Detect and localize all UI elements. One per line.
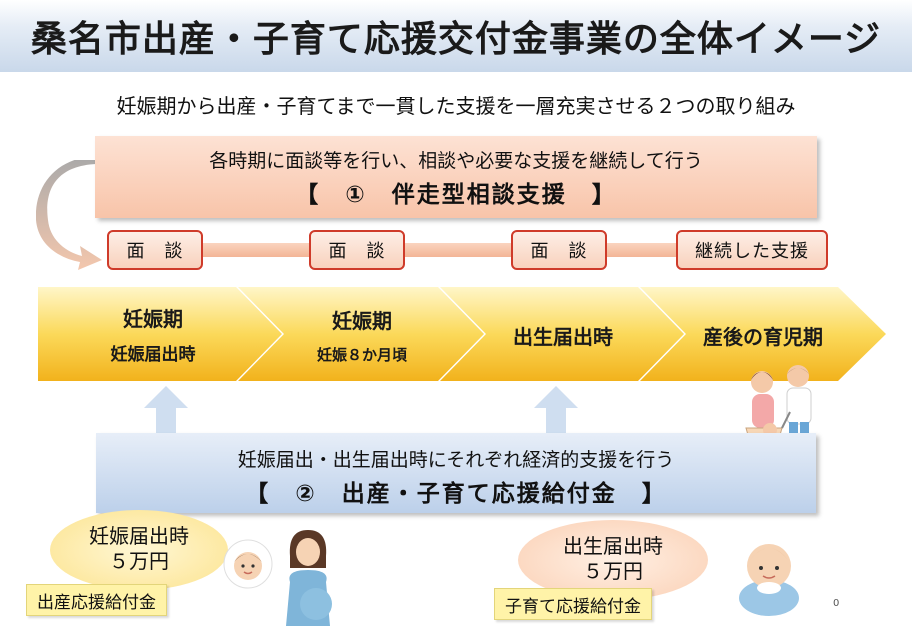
connector-bar: [606, 243, 676, 257]
payment-tag-2: 子育て応援給付金: [494, 588, 652, 620]
stage-sub: 妊娠届出時: [78, 340, 228, 365]
up-arrow-icon: [534, 386, 578, 436]
page-title: 桑名市出産・子育て応援交付金事業の全体イメージ: [31, 10, 881, 62]
support1-box: 各時期に面談等を行い、相談や必要な支援を継続して行う 【 ① 伴走型相談支援 】: [95, 136, 817, 218]
support2-description: 妊娠届出・出生届出時にそれぞれ経済的支援を行う: [96, 445, 816, 472]
consult-box-4: 継続した支援: [676, 230, 828, 270]
page-number: 0: [833, 598, 839, 609]
title-banner: 桑名市出産・子育て応援交付金事業の全体イメージ: [0, 0, 912, 72]
support1-name: 【 ① 伴走型相談支援 】: [95, 175, 817, 209]
stage-sub: 妊娠８か月頃: [282, 344, 442, 365]
consult-label: 面 談: [127, 237, 184, 263]
payment-tag-label: 子育て応援給付金: [505, 592, 641, 617]
payment-amount: ５万円: [518, 559, 708, 584]
infant-illustration-icon: [728, 536, 810, 618]
payment-tag-label: 出産応援給付金: [37, 588, 156, 613]
stage-title: 妊娠期: [282, 305, 442, 334]
connector-bar: [404, 243, 512, 257]
payment-timing: 妊娠届出時: [50, 524, 228, 549]
consult-box-1: 面 談: [107, 230, 203, 270]
stage-3: 出生届出時: [488, 321, 638, 350]
connector-bar: [202, 243, 310, 257]
consult-label: 面 談: [531, 237, 588, 263]
payment-tag-1: 出産応援給付金: [26, 584, 167, 616]
payment-oval-1: 妊娠届出時 ５万円: [50, 510, 228, 590]
page-subtitle: 妊娠期から出産・子育てまで一貫した支援を一層充実させる２つの取り組み: [0, 90, 912, 119]
consult-label: 継続した支援: [695, 237, 809, 263]
consult-label: 面 談: [329, 237, 386, 263]
stage-1: 妊娠期 妊娠届出時: [78, 303, 228, 365]
payment-timing: 出生届出時: [518, 534, 708, 559]
consult-box-2: 面 談: [309, 230, 405, 270]
support2-box: 妊娠届出・出生届出時にそれぞれ経済的支援を行う 【 ② 出産・子育て応援給付金 …: [96, 433, 816, 513]
baby-illustration-icon: [222, 538, 274, 590]
up-arrow-icon: [144, 386, 188, 436]
stage-title: 産後の育児期: [703, 325, 823, 349]
payment-amount: ５万円: [50, 549, 228, 574]
stage-title: 妊娠期: [78, 303, 228, 332]
stage-title: 出生届出時: [513, 325, 613, 349]
consult-box-3: 面 談: [511, 230, 607, 270]
support2-name: 【 ② 出産・子育て応援給付金 】: [96, 474, 816, 508]
stage-4: 産後の育児期: [678, 321, 848, 350]
pregnant-woman-illustration-icon: [276, 526, 340, 626]
support1-description: 各時期に面談等を行い、相談や必要な支援を継続して行う: [95, 146, 817, 173]
stage-2: 妊娠期 妊娠８か月頃: [282, 305, 442, 365]
